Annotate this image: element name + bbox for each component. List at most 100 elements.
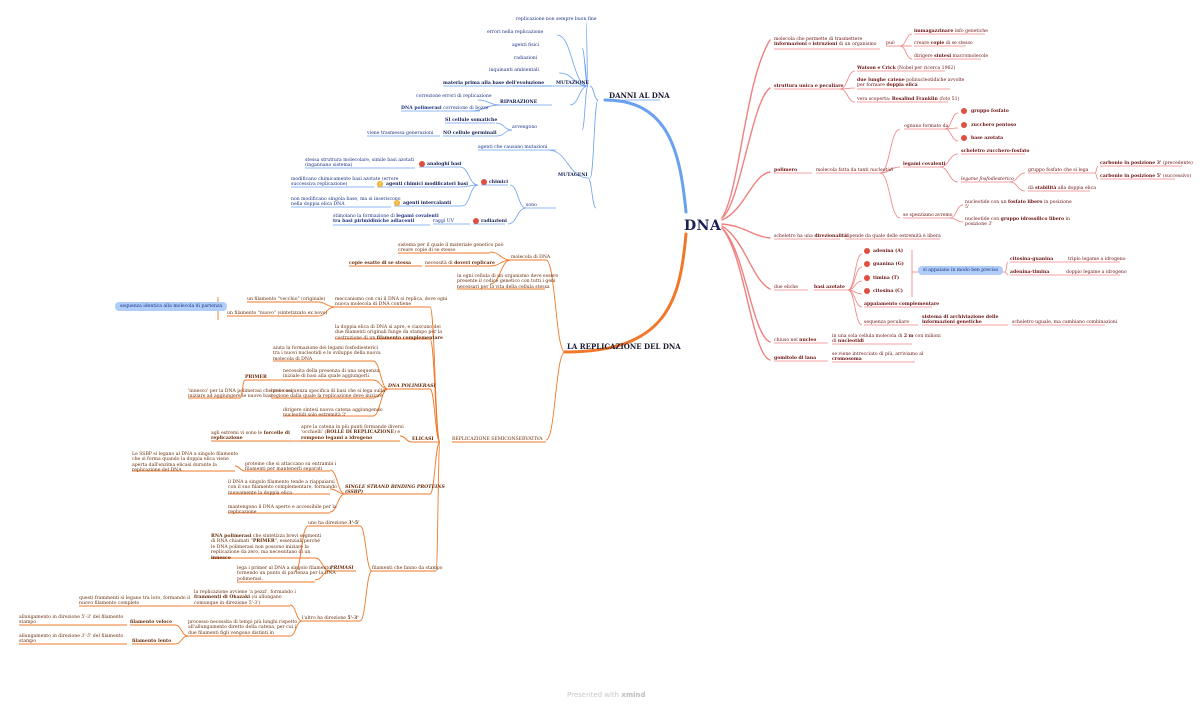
node-cromosoma[interactable]: se viene intrecciato di più, arriviamo a… (832, 352, 924, 363)
node-base-azotata[interactable]: base azotata (971, 136, 1004, 141)
node-sequenza-peculiare[interactable]: sequenza peculiare (864, 320, 910, 325)
node-processo-tempi[interactable]: processo necessita di tempi più lunghi r… (188, 620, 298, 636)
node-rna-polimerasi[interactable]: RNA polimerasi che sintetizza brevi segm… (211, 534, 322, 561)
summary-appaiano[interactable]: si appaiano in modo ben preciso (918, 266, 1004, 275)
node-molecola-di-dna[interactable]: molecola di DNA (511, 255, 551, 260)
node-scheletro-zucchero-fosfato[interactable]: scheletro zucchero-fosfato (961, 149, 1030, 154)
node-analoghi-desc[interactable]: stessa struttura molecolare, simile basi… (305, 158, 415, 169)
node-scheletro-direzionalita[interactable]: scheletro ha una direzionalità (774, 234, 847, 239)
node-replicazione-non-buon-fine[interactable]: replicazione non sempre buon fine (516, 17, 597, 22)
node-rosalind-franklin[interactable]: vera scoperta: Rosalind Franklin (foto 5… (857, 97, 960, 102)
node-avvengono[interactable]: avvengono (512, 125, 538, 130)
node-copie-esatte[interactable]: copie esatte di se stessa (349, 261, 412, 266)
node-breve-sequenza[interactable]: breve sequenza specifica di basi che si … (271, 389, 385, 400)
node-uno-direzione[interactable]: uno ha direzione 3'-5' (308, 521, 360, 526)
node-altro-direzione[interactable]: l'altro ha direzione 5'-3' (302, 616, 359, 621)
node-sistema-copie[interactable]: sistema per il quale il materiale geneti… (398, 243, 504, 254)
node-zucchero-pentoso[interactable]: zucchero pentoso (971, 123, 1017, 128)
node-ognuno-formato[interactable]: ognuno formato da (904, 124, 949, 129)
node-citosina-guanina[interactable]: citosina-guanina (1010, 257, 1054, 262)
node-dna-polimerasi-correzione[interactable]: DNA polimerasi correzione di bozze (401, 106, 489, 111)
topic-legami-covalenti[interactable]: legami covalenti (903, 162, 946, 167)
node-lento-desc[interactable]: allungamento in direzione 3'-5' del fila… (19, 634, 124, 645)
node-scheletro-uguale[interactable]: scheletro uguale, ma cambiano combinazio… (1012, 320, 1118, 325)
topic-mutageni[interactable]: MUTAGENI (558, 173, 588, 178)
node-filamenti-stampo[interactable]: filamenti che fanno da stampo (372, 566, 443, 571)
node-adenina-timina[interactable]: adenina-timina (1010, 270, 1050, 275)
node-apre-catena[interactable]: apre la catena in più punti formando div… (301, 425, 404, 441)
node-watson-crick[interactable]: Watson e Crick (Nobel per ricerca 1962) (857, 66, 956, 71)
node-no-cellule-germinali[interactable]: NO cellule germinali (443, 131, 497, 136)
node-agenti-fisici[interactable]: agenti fisici (512, 43, 540, 48)
node-errori-replicazione[interactable]: errori nella replicazione (487, 30, 544, 35)
root-topic-dna[interactable]: DNA (684, 218, 722, 234)
node-gomitolo[interactable]: gomitolo di lana (774, 356, 817, 361)
node-veloce-desc[interactable]: allungamento in direzione 5'-3' del fila… (19, 615, 124, 626)
node-carbonio-5[interactable]: carbonio in posizione 5' (successivo) (1100, 174, 1192, 179)
node-analoghi-basi[interactable]: analoghi basi (427, 162, 462, 167)
node-immagazzinare[interactable]: immagazzinare info genetiche (914, 29, 988, 34)
node-filamento-veloce[interactable]: filamento veloce (130, 620, 173, 625)
node-primer[interactable]: PRIMER (245, 375, 267, 380)
node-agenti-modificatori[interactable]: agenti chimici modificatori basi (386, 182, 469, 187)
topic-basi-azotate[interactable]: basi azotate (814, 285, 845, 290)
node-intercalanti-desc[interactable]: non modificano singola base, ma si inser… (291, 197, 401, 208)
node-frammenti-legano[interactable]: questi frammenti si legano tra loro, for… (79, 596, 191, 607)
node-dirigere-sintesi[interactable]: dirigere sintesi nuova catena aggiungend… (283, 408, 383, 419)
node-triplo-legame[interactable]: triplo legame a idrogeno (1068, 257, 1126, 262)
node-aiuta-formazione[interactable]: aiuta la formazione dei legami fosfodies… (273, 346, 381, 362)
node-radiazioni[interactable]: radiazioni (514, 56, 538, 61)
node-dipende-estremita[interactable]: dipende da quale delle estremità è liber… (845, 234, 941, 239)
node-meccanismo[interactable]: meccanismo con cui il DNA si replica, do… (335, 297, 448, 308)
node-correzione-errori[interactable]: correzione errori di replicazione (416, 94, 492, 99)
node-filamento-vecchio[interactable]: un filamento "vecchio" (originale) (247, 297, 326, 302)
node-stabilita[interactable]: dà stabilità alla doppia elica (1028, 186, 1096, 191)
topic-mutazione[interactable]: MUTAZIONE (556, 81, 590, 86)
node-ogni-cellula[interactable]: in ogni cellula di un organismo deve ess… (457, 274, 559, 290)
node-materia-prima[interactable]: materia prima alla base dell'evoluzione (443, 81, 545, 86)
node-una-sola-cellula[interactable]: in una sola cellula molecola di 2 m con … (832, 334, 941, 345)
node-adenina[interactable]: adenina (A) (873, 249, 904, 254)
node-raggi-uv[interactable]: raggi UV (433, 219, 454, 224)
node-singolo-filamento[interactable]: il DNA a singolo filamento tende a riapp… (228, 480, 337, 496)
node-sono[interactable]: sono (526, 203, 537, 208)
node-creare-copie[interactable]: creare copie di se stesso (914, 41, 973, 46)
node-agenti-intercalanti[interactable]: agenti intercalanti (403, 201, 452, 206)
node-due-eliche[interactable]: due eliche (774, 285, 798, 290)
node-filamento-lento[interactable]: filamento lento (132, 639, 172, 644)
topic-polimero[interactable]: polimero (774, 168, 798, 173)
node-spezziamo[interactable]: se spezziamo avremo (903, 213, 953, 218)
node-agenti-causano-mutazioni[interactable]: agenti che causano mutazioni (478, 145, 548, 150)
node-puo[interactable]: può (886, 41, 895, 46)
topic-replicazione-semiconservativa[interactable]: REPLICAZIONE SEMICONSERVATIVA (452, 437, 543, 442)
node-fosfato-libero[interactable]: nucleotide con un fosfato libero in posi… (965, 200, 1072, 211)
node-inquinanti[interactable]: inquinanti ambientali (489, 68, 539, 73)
node-doppio-legame[interactable]: doppio legame a idrogeno (1066, 270, 1127, 275)
topic-elicasi[interactable]: ELICASI (412, 437, 434, 442)
node-innesco[interactable]: 'innesco' per la DNA polimerasi che può … (188, 389, 293, 400)
node-doppia-elica-apre[interactable]: la doppia elica di DNA si apre, e ciascu… (335, 325, 443, 341)
node-citosina[interactable]: citosina (C) (873, 289, 903, 294)
node-guanina[interactable]: guanina (G) (873, 262, 904, 267)
node-radiazioni-mutageni[interactable]: radiazioni (481, 219, 507, 224)
node-idrossilico-libero[interactable]: nucleotide con gruppo idrossilico libero… (965, 217, 1071, 228)
node-gruppo-fosfato-lega[interactable]: gruppo fosfato che si lega (1028, 168, 1089, 173)
node-viene-trasmessa[interactable]: viene trasmessa generazioni (367, 131, 434, 136)
node-filamento-nuovo[interactable]: un filamento "nuovo" (sintetizzato ex no… (227, 311, 328, 316)
summary-sequenza-identica[interactable]: sequenza identica alla molecola di parte… (115, 302, 228, 311)
node-ssbp-legano[interactable]: Le SSBP si legano al DNA a singolo filam… (132, 452, 239, 474)
topic-dna-polimerasi[interactable]: DNA POLIMERASI (388, 384, 436, 389)
topic-ssbp[interactable]: SINGLE STRAND BINDING PROTEINS(SSBP) (345, 485, 445, 496)
topic-primasi[interactable]: PRIMASI (330, 566, 354, 571)
node-modificatori-desc[interactable]: modificano chimicamente basi azotate (er… (291, 177, 399, 188)
node-lega-primer[interactable]: lega i primer al DNA a singolo filamento… (237, 566, 336, 582)
node-legame-fosfodiesterico[interactable]: legame fosfodiesterico (961, 177, 1014, 182)
node-timina[interactable]: timina (T) (873, 276, 900, 281)
node-stimolano-legami[interactable]: stimolano la formazione di legami covale… (333, 214, 439, 225)
node-due-catene[interactable]: due lunghe catene polinucleotidiche avvo… (857, 78, 965, 89)
node-dirigere-sintesi[interactable]: dirigere sintesi macromolecole (914, 54, 989, 59)
